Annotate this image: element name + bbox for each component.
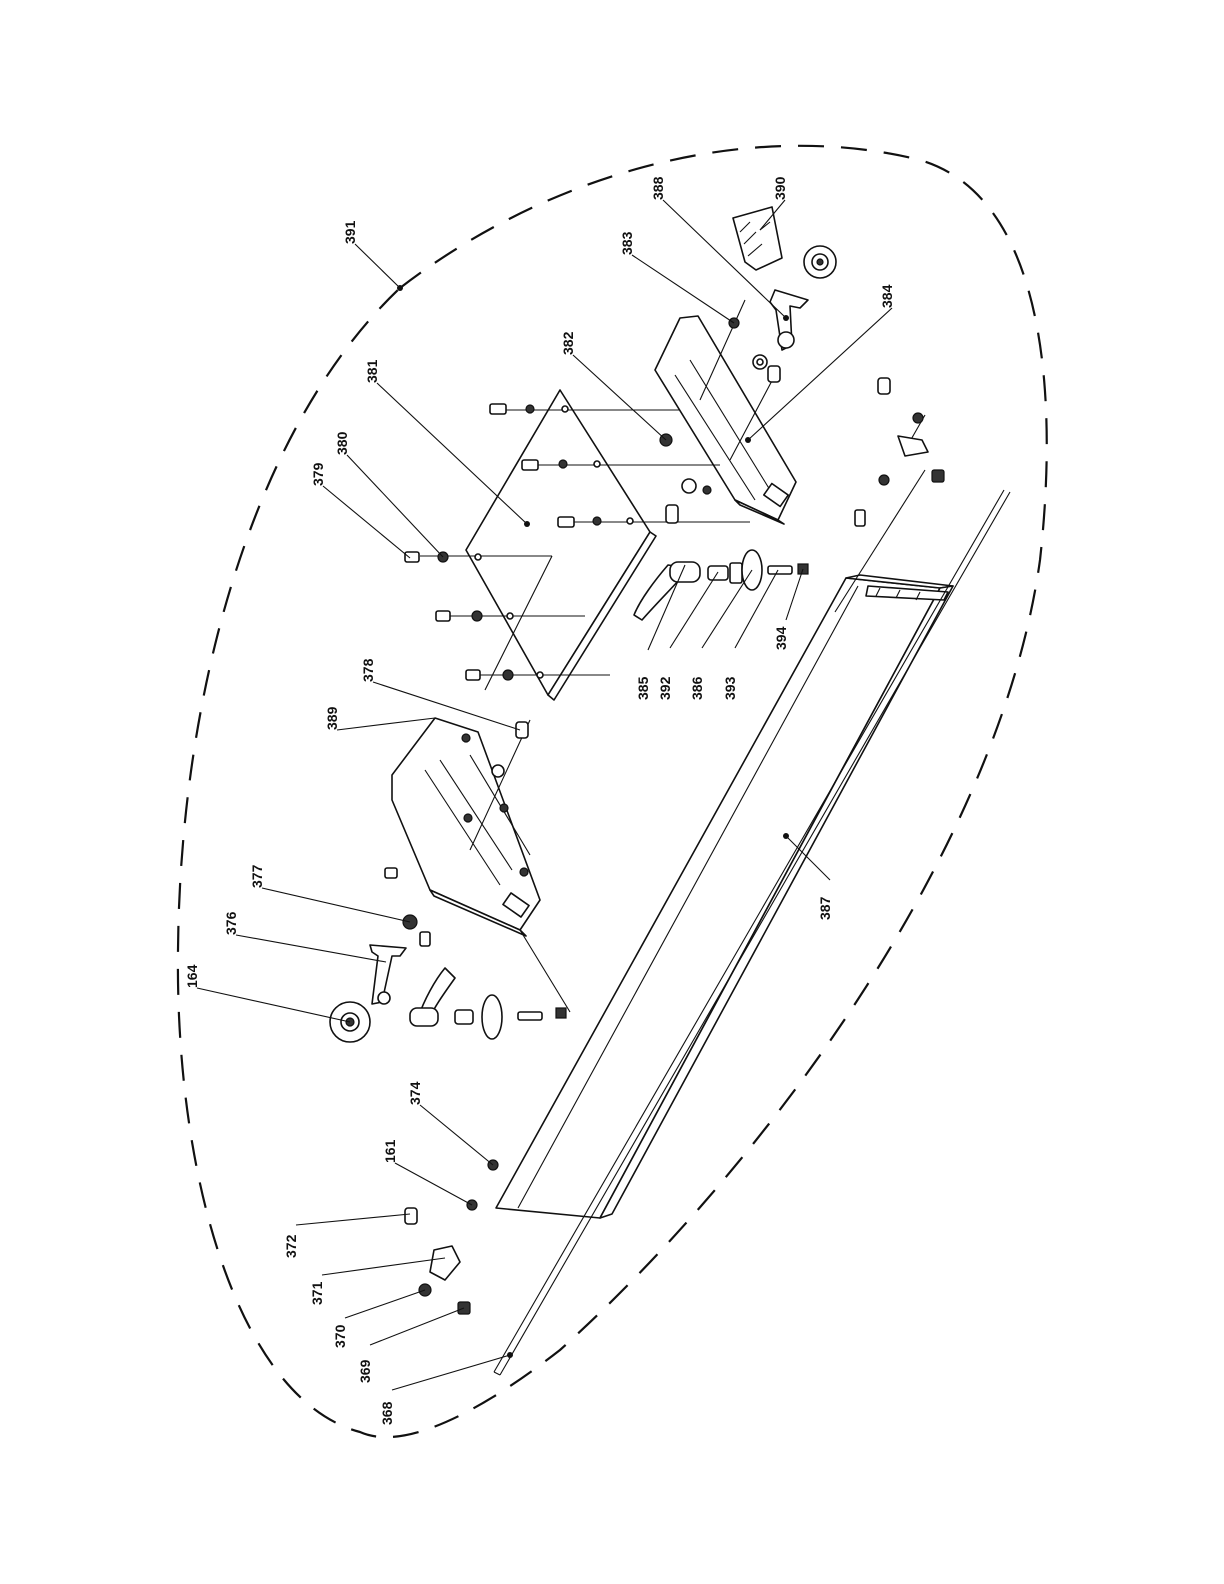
callout-388: 388 — [650, 176, 666, 200]
callout-384: 384 — [879, 284, 895, 308]
callout-370: 370 — [332, 1324, 348, 1348]
callout-393: 393 — [722, 676, 738, 700]
callout-390: 390 — [772, 176, 788, 200]
callout-380: 380 — [334, 431, 350, 455]
bracket-right — [655, 316, 796, 524]
callout-394: 394 — [773, 626, 789, 650]
callout-371: 371 — [309, 1281, 325, 1305]
plate — [466, 390, 656, 700]
callout-368: 368 — [379, 1401, 395, 1425]
callout-381: 381 — [364, 359, 380, 383]
bracket-left — [392, 718, 540, 936]
callout-374: 374 — [407, 1081, 423, 1105]
end-bracket-right — [855, 378, 944, 526]
handle-assembly-left — [410, 968, 566, 1039]
callout-164: 164 — [184, 964, 200, 988]
callout-385: 385 — [635, 676, 651, 700]
callout-392: 392 — [657, 676, 673, 700]
end-bracket-group — [405, 1160, 498, 1314]
callout-379: 379 — [310, 462, 326, 486]
callout-387: 387 — [817, 896, 833, 920]
callout-369: 369 — [357, 1359, 373, 1383]
callout-391: 391 — [342, 220, 358, 244]
callout-383: 383 — [619, 231, 635, 255]
assembly-boundary — [178, 146, 1047, 1437]
callout-377: 377 — [249, 864, 265, 888]
callout-389: 389 — [324, 706, 340, 730]
callout-376: 376 — [223, 911, 239, 935]
callout-378: 378 — [360, 658, 376, 682]
handle-assembly-right — [634, 550, 808, 620]
callout-372: 372 — [283, 1234, 299, 1258]
callout-382: 382 — [560, 331, 576, 355]
callout-161: 161 — [382, 1139, 398, 1163]
callout-386: 386 — [689, 676, 705, 700]
